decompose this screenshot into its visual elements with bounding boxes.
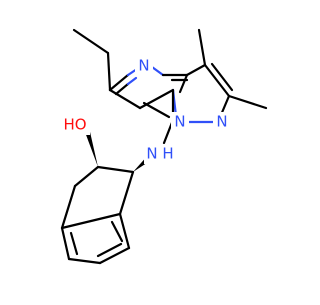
atom-n-ring-top: N — [138, 57, 149, 75]
bond-arom-inner-3 — [110, 220, 124, 243]
bond-c3a-n-bridge-c — [178, 73, 189, 94]
label-bg-n-pyrazole — [213, 112, 231, 132]
bond-arom-2 — [67, 257, 102, 265]
bond-c2-c1h2 — [73, 165, 100, 188]
label-bg-n-bridge — [171, 112, 189, 132]
bond-arom-1 — [60, 226, 71, 261]
bond-arom-4 — [118, 212, 131, 250]
bond-c2-c1 — [96, 165, 135, 174]
atom-ho: HO — [63, 116, 86, 134]
bond-c1-arom — [118, 170, 135, 216]
bond-c3-c2-double — [210, 62, 234, 92]
bond-c5-n4-c — [108, 73, 130, 92]
molecule-diagram: N N N HO N H — [60, 28, 268, 265]
bond-arom-fusion — [60, 212, 122, 230]
bond-arom-3 — [98, 246, 131, 265]
bond-c5-n4-double-c — [114, 82, 130, 96]
carbon-bonds — [60, 28, 268, 265]
label-bg-nh — [144, 144, 176, 164]
label-bg-n-top — [135, 56, 153, 76]
structure-svg: N N N HO N H — [60, 28, 268, 265]
bond-c5-c6 — [108, 88, 142, 110]
bond-methyl-3 — [197, 28, 207, 67]
bond-arom-inner-1 — [69, 231, 79, 256]
atom-nh: N — [146, 145, 157, 163]
bond-ethyl-ch2 — [106, 51, 112, 92]
bond-c5-n4-double-n — [126, 76, 138, 86]
label-bg-ho — [60, 115, 90, 135]
bond-n4-c3a-n — [150, 65, 165, 77]
atom-n-pyrazole: N — [216, 113, 227, 131]
bond-ethyl-ch3 — [72, 28, 110, 55]
bond-c3a-c3 — [185, 63, 207, 77]
hetero-bonds — [108, 65, 231, 145]
bond-c6-c7 — [138, 88, 175, 110]
atom-h-on-nh: H — [162, 145, 173, 163]
bond-c3-c2 — [203, 63, 231, 98]
bond-arom-inner-2 — [96, 242, 123, 258]
bond-methyl-2 — [227, 94, 268, 110]
atom-n-bridge: N — [174, 113, 185, 131]
bond-c5-c6-double — [142, 101, 171, 119]
bond-ch2-arom — [60, 184, 77, 230]
